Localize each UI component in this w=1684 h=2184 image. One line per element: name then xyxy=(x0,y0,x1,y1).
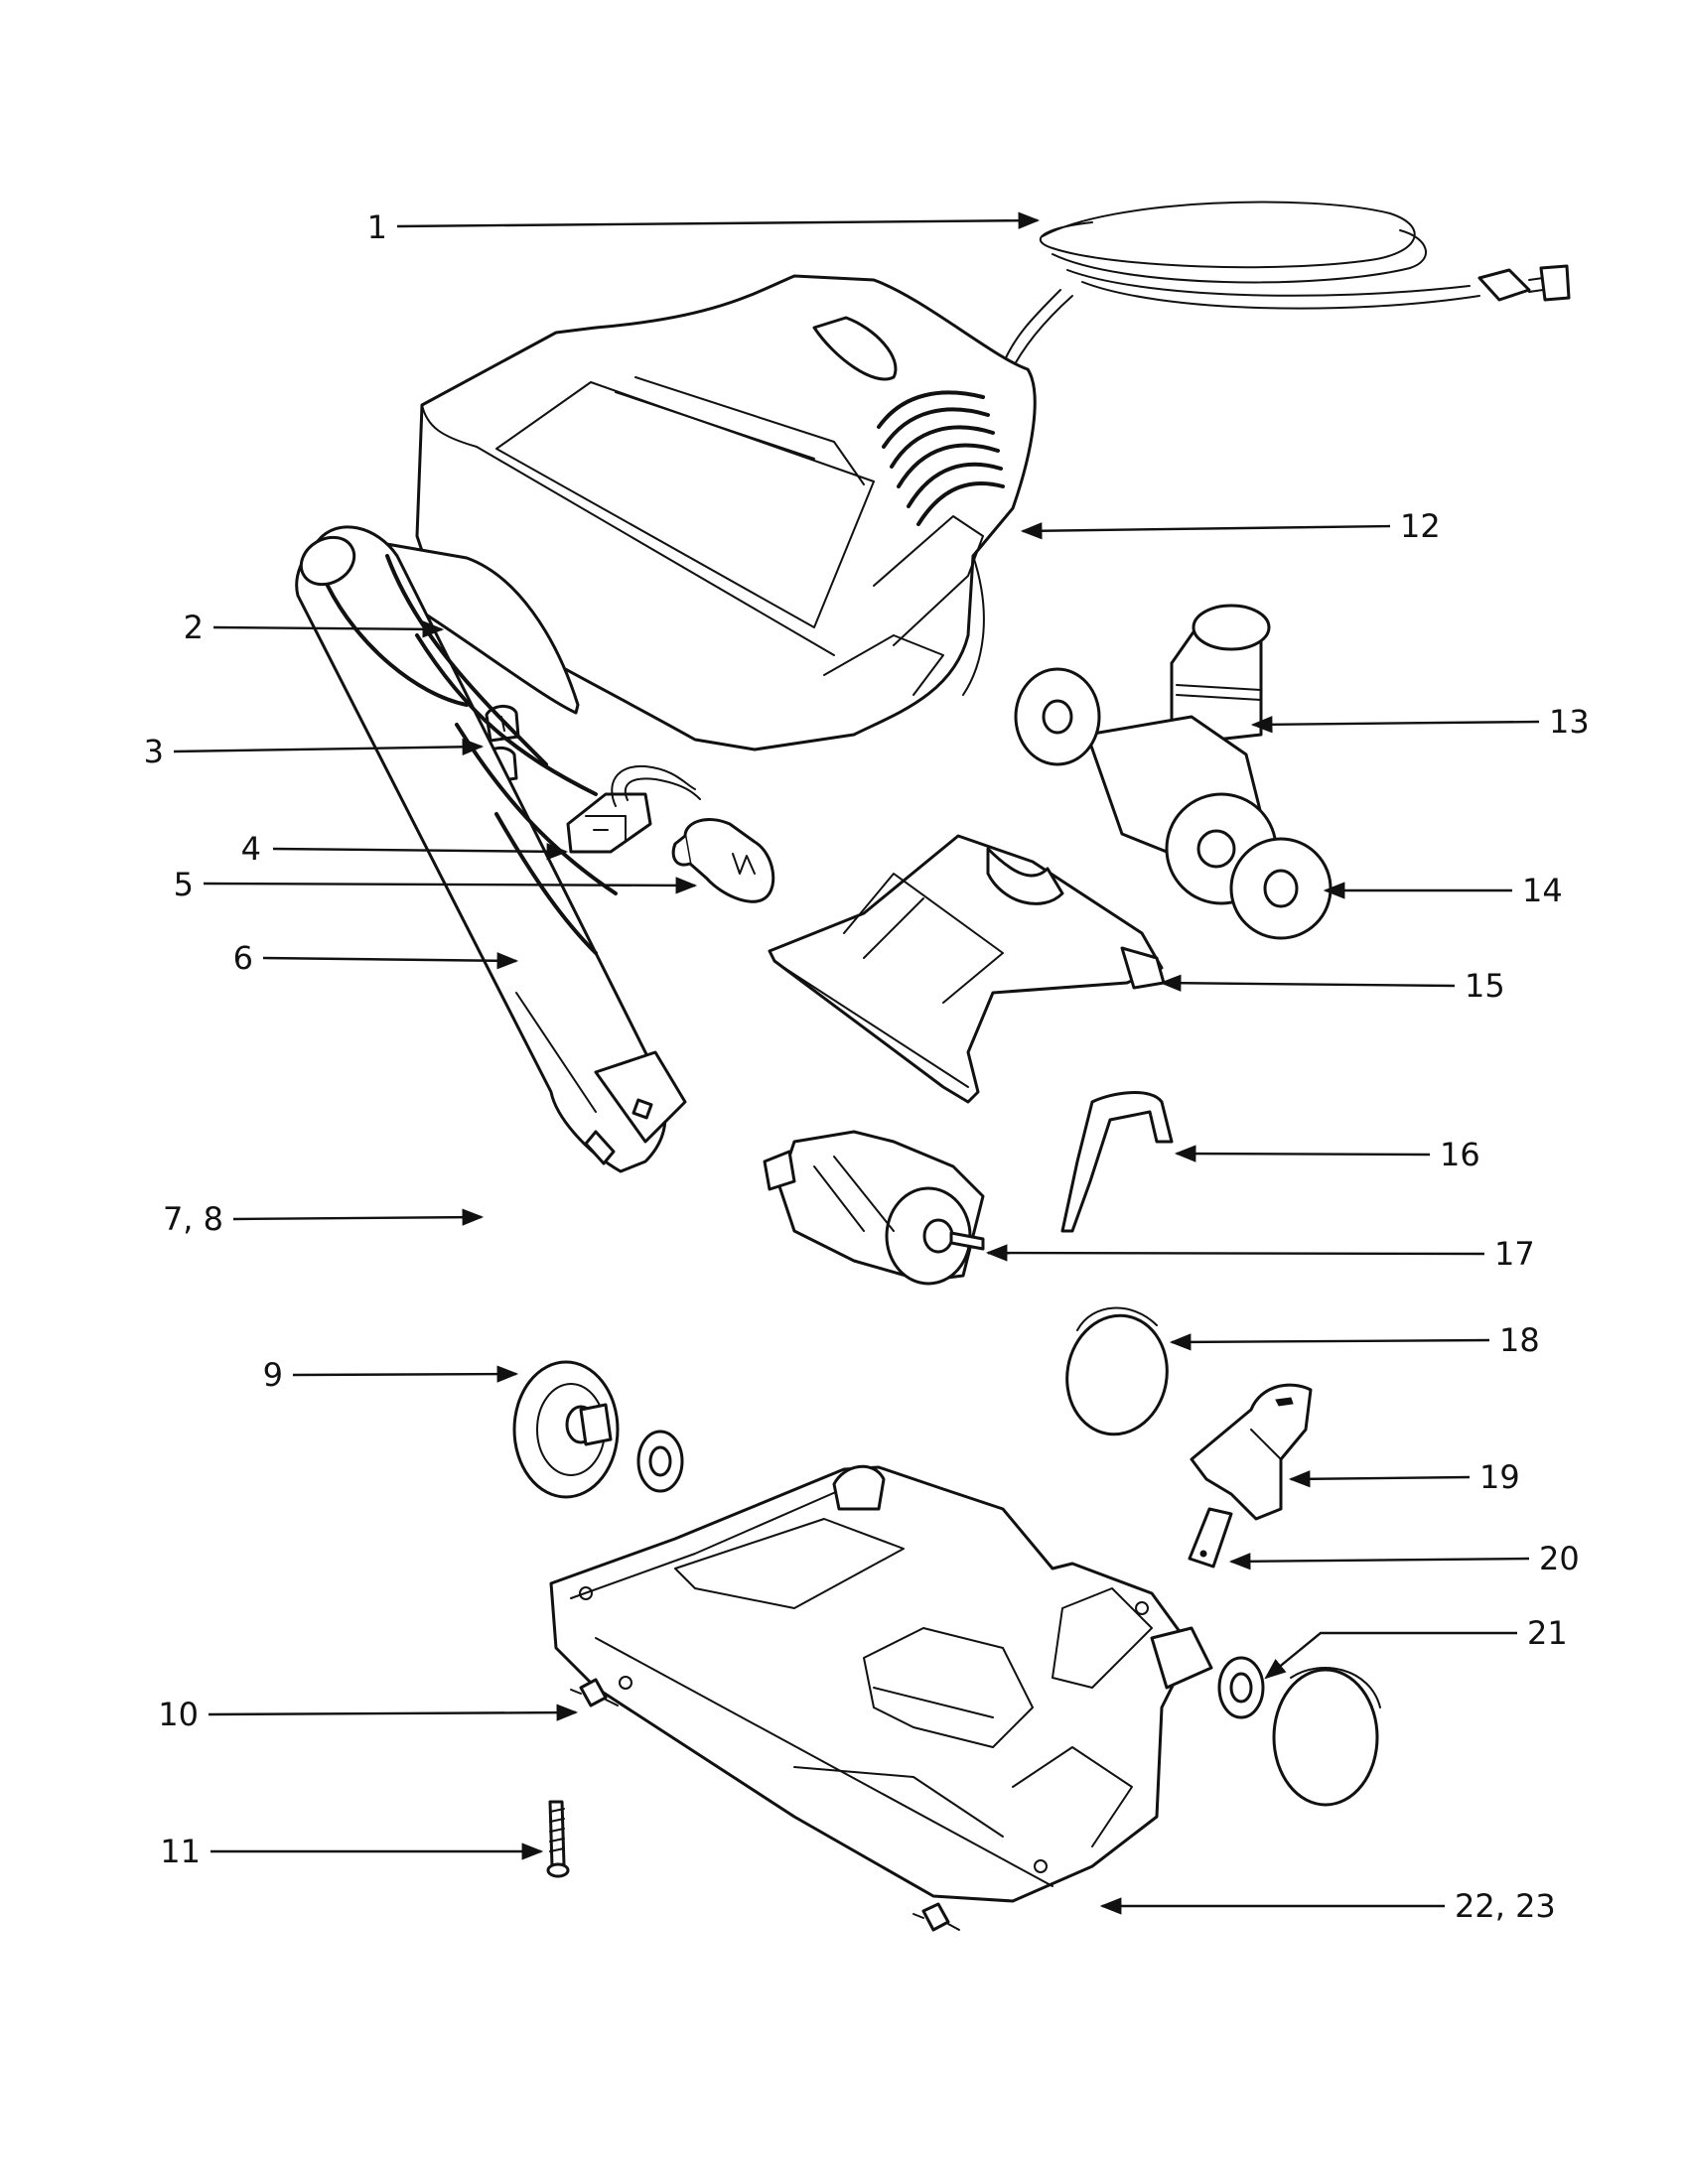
screw-icon xyxy=(546,1800,570,1878)
callout-21: 21 xyxy=(1527,1614,1568,1652)
light-bulb-icon xyxy=(671,818,775,903)
belt-guard-icon xyxy=(1190,1383,1313,1521)
brush-roll-icon xyxy=(295,525,687,1173)
nozzle-frame-icon xyxy=(768,834,1166,1104)
callout-13: 13 xyxy=(1549,703,1590,741)
motor-bracket-icon xyxy=(1060,1091,1174,1233)
callout-3: 3 xyxy=(144,733,164,770)
callout-20: 20 xyxy=(1539,1540,1580,1577)
callout-18: 18 xyxy=(1499,1321,1540,1359)
clip-icon xyxy=(1188,1507,1233,1569)
axle-icon xyxy=(912,1902,960,1932)
base-plate-icon xyxy=(549,1464,1213,1903)
callout-9: 9 xyxy=(263,1356,283,1394)
washer-icon xyxy=(1014,667,1101,766)
wheel-icon xyxy=(512,1360,620,1499)
callout-16: 16 xyxy=(1440,1136,1480,1173)
hood-cover-icon xyxy=(415,274,1037,751)
callout-19: 19 xyxy=(1479,1458,1520,1496)
leader-lines xyxy=(173,211,1540,1915)
callout-6: 6 xyxy=(233,939,253,977)
callout-12: 12 xyxy=(1400,507,1441,545)
power-cord-icon xyxy=(1000,201,1571,376)
washer-icon xyxy=(636,1430,684,1493)
belt-icon xyxy=(1065,1306,1169,1436)
callout-5: 5 xyxy=(174,866,194,903)
callout-15: 15 xyxy=(1465,967,1505,1005)
part-callouts: 1 2 3 4 5 6 7, 8 9 10 11 12 13 14 15 16 … xyxy=(144,208,1590,1925)
bumper-strip-icon xyxy=(367,539,580,715)
lamp-socket-icon xyxy=(566,764,701,854)
callout-2: 2 xyxy=(184,609,204,646)
washer-icon xyxy=(1217,1656,1265,1719)
motor-icon xyxy=(763,1130,985,1286)
washer-icon xyxy=(1229,837,1333,940)
callout-10: 10 xyxy=(158,1696,199,1733)
callout-17: 17 xyxy=(1494,1235,1535,1273)
fan-housing-icon xyxy=(1085,604,1278,905)
callout-1: 1 xyxy=(367,208,387,246)
callout-22-23: 22, 23 xyxy=(1455,1887,1556,1925)
callout-7-8: 7, 8 xyxy=(163,1200,223,1238)
end-cap-icon xyxy=(1272,1667,1381,1807)
callout-4: 4 xyxy=(241,830,261,868)
axle-icon xyxy=(570,1678,619,1707)
callout-11: 11 xyxy=(160,1833,201,1870)
callout-14: 14 xyxy=(1522,872,1563,909)
